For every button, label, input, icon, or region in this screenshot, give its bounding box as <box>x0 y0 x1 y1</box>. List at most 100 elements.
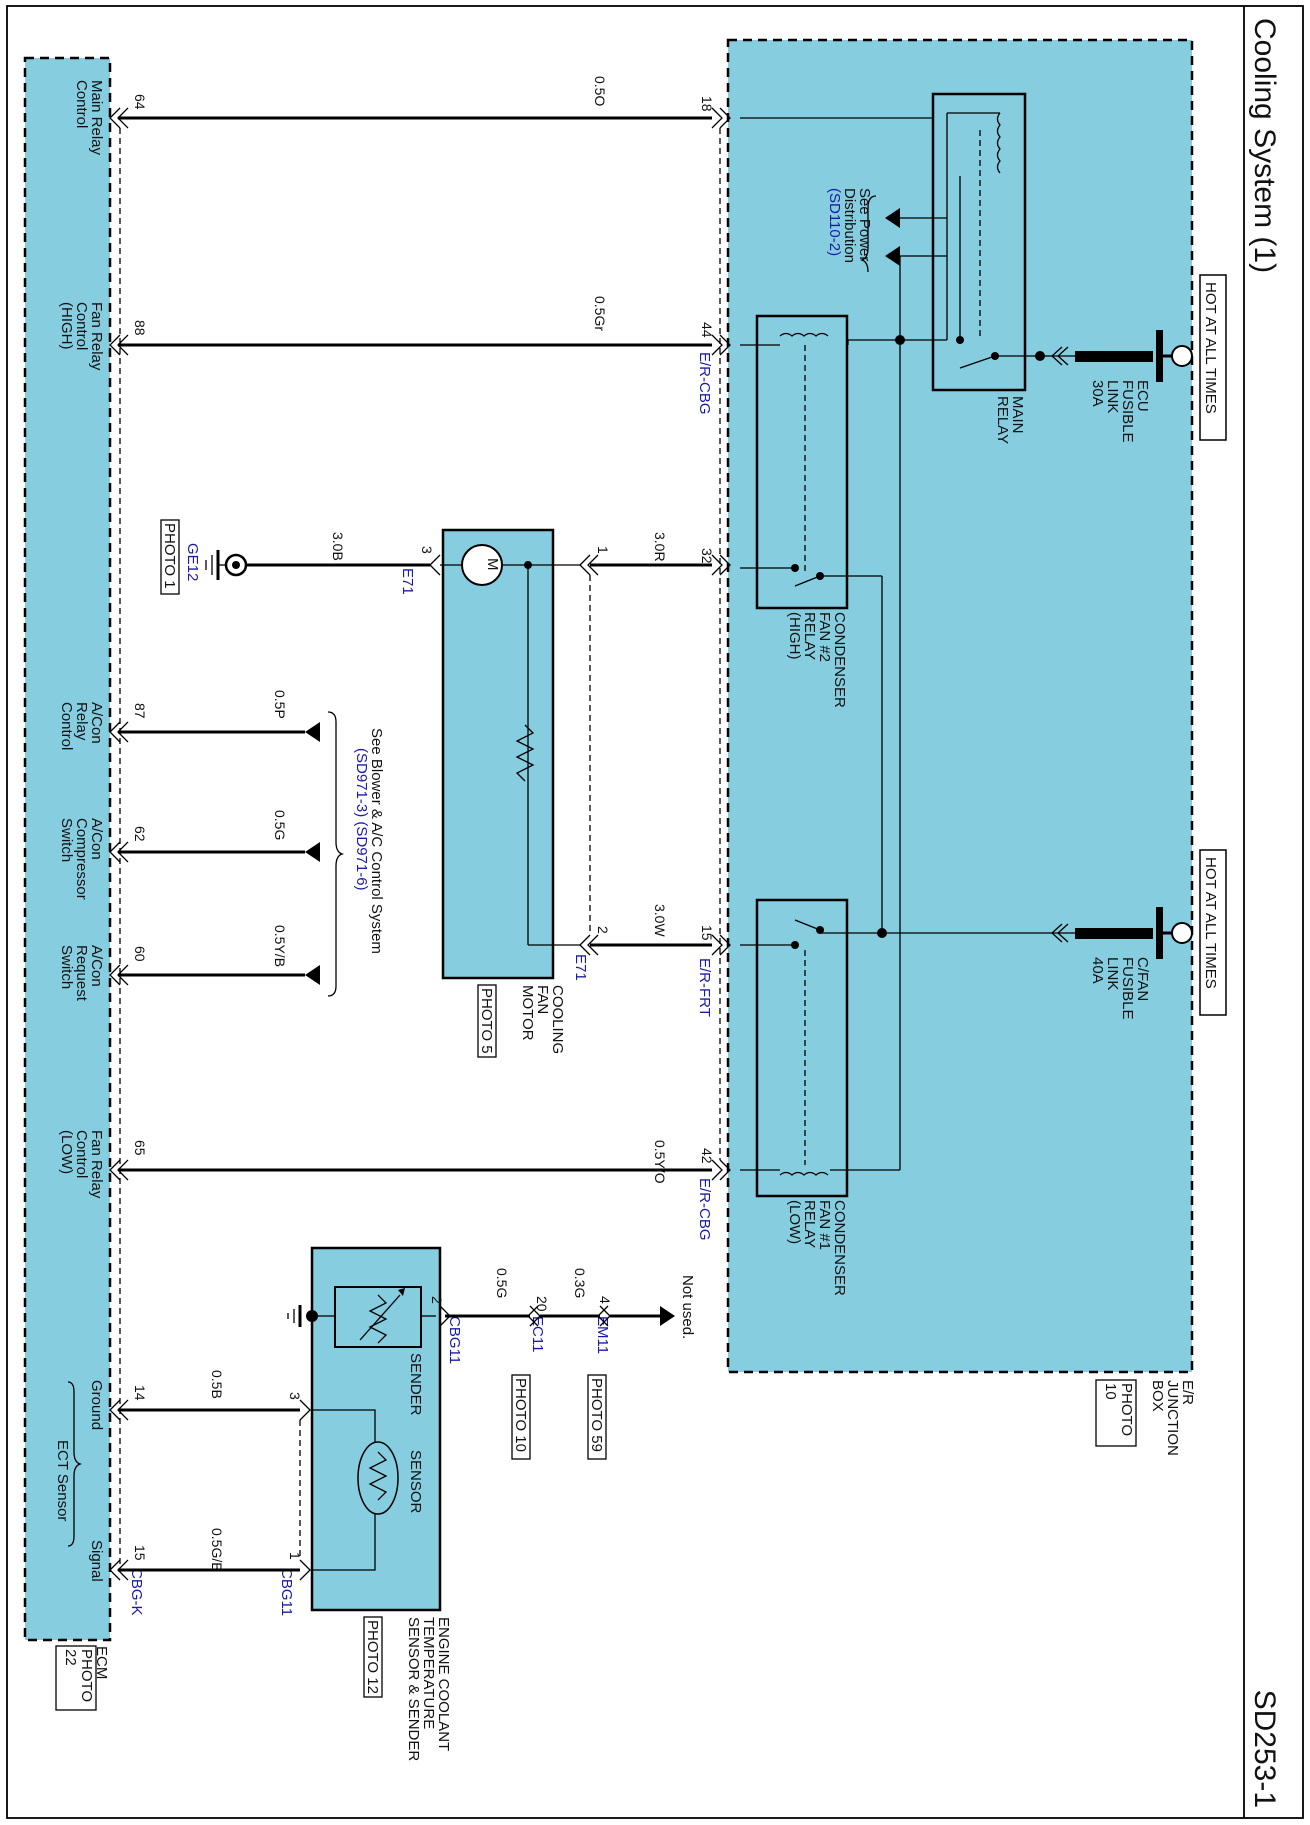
svg-text:ENGINE COOLANT: ENGINE COOLANT <box>435 1617 452 1751</box>
motor-wiring: 1 2 3 <box>240 546 731 956</box>
svg-text:Distribution: Distribution <box>841 188 858 263</box>
svg-text:Control: Control <box>73 1130 90 1178</box>
svg-text:CONDENSER: CONDENSER <box>831 612 848 708</box>
svg-text:COOLING: COOLING <box>549 985 566 1054</box>
condenser-fan-1-relay: CONDENSER FAN #1 RELAY (LOW) <box>755 898 849 1296</box>
svg-text:FUSIBLE: FUSIBLE <box>1119 380 1136 443</box>
page-code: SD253-1 <box>1248 1690 1281 1808</box>
svg-text:3.0W: 3.0W <box>652 904 668 937</box>
svg-text:15: 15 <box>132 1545 148 1561</box>
page-title: Cooling System (1) <box>1248 18 1281 273</box>
svg-text:E/R-CBG: E/R-CBG <box>696 1178 713 1241</box>
connector-labels: E/R-CBG E/R-FRT E/R-CBG E71 E71 GE12 CBG… <box>128 352 713 1616</box>
svg-text:E/R-CBG: E/R-CBG <box>696 352 713 415</box>
svg-text:40A: 40A <box>1089 957 1106 984</box>
junction-box-internal-wiring <box>740 117 1052 1171</box>
power-distribution-note: See Power Distribution (SD110-2) <box>826 188 947 273</box>
svg-text:4: 4 <box>597 1296 613 1304</box>
svg-text:87: 87 <box>132 703 148 719</box>
svg-text:3: 3 <box>287 1392 303 1400</box>
svg-text:EM11: EM11 <box>594 1316 611 1354</box>
svg-text:LINK: LINK <box>1104 380 1121 413</box>
svg-text:0.5G: 0.5G <box>494 1268 510 1298</box>
svg-text:Control: Control <box>73 80 90 128</box>
svg-text:RELAY: RELAY <box>994 396 1011 444</box>
svg-text:1: 1 <box>287 1552 303 1560</box>
hot-tag-2: HOT AT ALL TIMES <box>1199 849 1227 1016</box>
svg-text:Signal: Signal <box>88 1540 105 1582</box>
svg-text:CBG11: CBG11 <box>278 1568 295 1616</box>
svg-text:JUNCTION: JUNCTION <box>1164 1380 1181 1456</box>
svg-text:14: 14 <box>132 1385 148 1401</box>
ecm-pin-labels: Main Relay Control Fan Relay Control (HI… <box>54 80 105 1582</box>
svg-text:A/Con: A/Con <box>88 702 105 744</box>
svg-text:LINK: LINK <box>1104 957 1121 990</box>
ect-wires: 3 1 <box>109 1392 311 1581</box>
svg-text:0.5G: 0.5G <box>272 810 288 840</box>
svg-text:PHOTO 5: PHOTO 5 <box>478 988 495 1054</box>
condenser-fan-2-relay: CONDENSER FAN #2 RELAY (HIGH) <box>755 314 849 708</box>
svg-text:3.0R: 3.0R <box>652 532 668 562</box>
svg-text:62: 62 <box>132 826 148 842</box>
cfan-fusible-link: C/FAN FUSIBLE LINK 40A <box>1051 907 1193 1020</box>
svg-text:0.5B: 0.5B <box>209 1370 225 1399</box>
svg-text:3.0B: 3.0B <box>330 532 346 561</box>
svg-text:Request: Request <box>73 945 90 1002</box>
svg-text:(LOW): (LOW) <box>786 1200 803 1244</box>
cooling-fan-motor: M COOLING FAN MOTOR PHOTO 5 <box>440 528 580 1058</box>
svg-text:10: 10 <box>1102 1383 1119 1400</box>
svg-text:TEMPERATURE: TEMPERATURE <box>420 1617 437 1729</box>
svg-text:Fan Relay: Fan Relay <box>88 302 105 371</box>
svg-text:A/Con: A/Con <box>88 945 105 987</box>
ecm-jb-wires <box>109 107 731 1565</box>
svg-text:E71: E71 <box>399 568 416 595</box>
svg-text:PHOTO 59: PHOTO 59 <box>588 1378 605 1452</box>
wire-color-labels: 0.5O 0.5Gr 3.0R 3.0W 0.5Y/O 3.0B 0.5P 0.… <box>209 76 668 1572</box>
svg-text:0.5G/B: 0.5G/B <box>209 1528 225 1572</box>
svg-text:C/FAN: C/FAN <box>1134 957 1151 1001</box>
junction-box-label: E/R JUNCTION BOX PHOTO 10 <box>1095 1379 1196 1456</box>
svg-text:E/R: E/R <box>1179 1380 1196 1405</box>
ecm-module <box>23 56 112 1642</box>
svg-text:FAN #2: FAN #2 <box>816 612 833 662</box>
svg-text:PHOTO: PHOTO <box>78 1649 95 1702</box>
blower-note: See Blower & A/C Control System <box>368 728 385 954</box>
svg-text:2: 2 <box>595 926 611 934</box>
svg-text:E71: E71 <box>572 954 589 981</box>
ground-ge12: PHOTO 1 <box>160 519 248 595</box>
not-used-label: Not used. <box>679 1275 696 1339</box>
svg-text:0.5Gr: 0.5Gr <box>592 296 608 331</box>
svg-text:18: 18 <box>699 96 715 112</box>
hot-tag-1: HOT AT ALL TIMES <box>1199 274 1227 441</box>
svg-text:BOX: BOX <box>1149 1380 1166 1412</box>
svg-text:Fan Relay: Fan Relay <box>88 1130 105 1199</box>
svg-text:64: 64 <box>132 94 148 110</box>
svg-text:PHOTO 1: PHOTO 1 <box>161 523 178 589</box>
svg-text:GE12: GE12 <box>184 543 201 581</box>
svg-text:22: 22 <box>62 1649 79 1666</box>
svg-text:Control: Control <box>58 702 75 750</box>
svg-text:Compressor: Compressor <box>73 818 90 900</box>
svg-text:42: 42 <box>699 1148 715 1164</box>
ecu-fusible-link: ECU FUSIBLE LINK 30A <box>1051 330 1193 443</box>
svg-text:Switch: Switch <box>58 945 75 989</box>
svg-text:0.5O: 0.5O <box>592 76 608 106</box>
svg-text:65: 65 <box>132 1140 148 1156</box>
svg-text:0.3G: 0.3G <box>572 1268 588 1298</box>
svg-text:SENDER: SENDER <box>407 1353 424 1416</box>
ecm-label: ECM PHOTO 22 <box>55 1645 110 1711</box>
svg-text:(HIGH): (HIGH) <box>58 302 75 350</box>
motor-photo-box <box>477 984 497 1058</box>
svg-text:EC11: EC11 <box>529 1316 546 1352</box>
svg-text:FAN #1: FAN #1 <box>816 1200 833 1250</box>
svg-text:See Power: See Power <box>856 188 873 261</box>
svg-text:20: 20 <box>534 1296 550 1312</box>
svg-text:MOTOR: MOTOR <box>519 985 536 1041</box>
svg-text:(HIGH): (HIGH) <box>786 612 803 660</box>
svg-text:60: 60 <box>132 946 148 962</box>
svg-text:RELAY: RELAY <box>801 612 818 660</box>
svg-text:Ground: Ground <box>88 1380 105 1430</box>
svg-text:SENSOR: SENSOR <box>407 1450 424 1514</box>
svg-text:CONDENSER: CONDENSER <box>831 1200 848 1296</box>
